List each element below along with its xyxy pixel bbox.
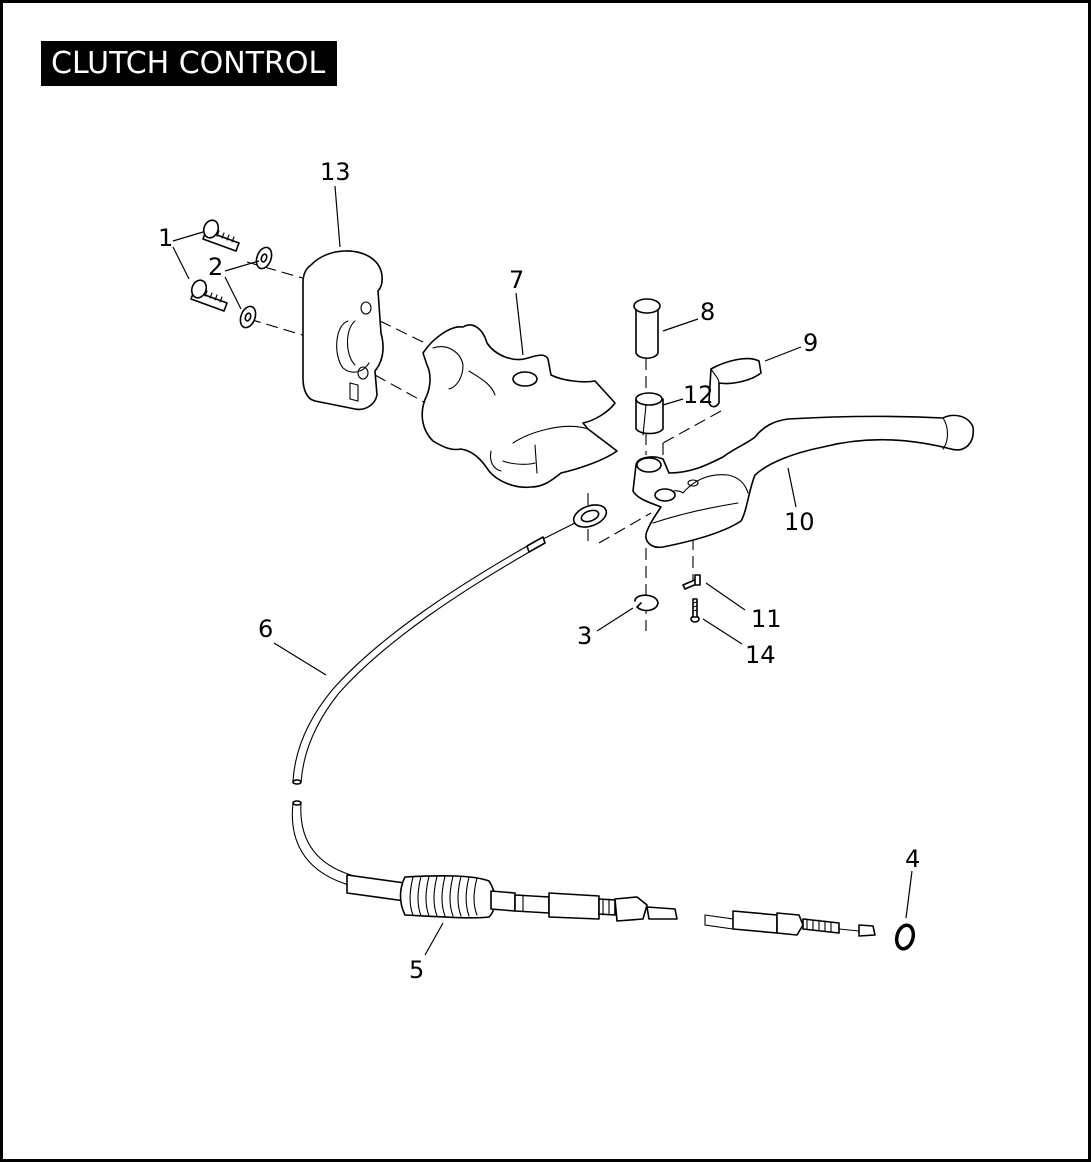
part-6-cable-upper bbox=[292, 504, 608, 785]
part-13-clamp bbox=[302, 250, 384, 411]
part-5-cable-lower bbox=[291, 800, 876, 937]
callout-2: 2 bbox=[208, 253, 223, 281]
callout-1: 1 bbox=[158, 224, 173, 252]
callout-11: 11 bbox=[751, 605, 782, 633]
part-2-washer-upper bbox=[255, 246, 273, 270]
callout-13: 13 bbox=[320, 158, 351, 186]
callout-numbers: 1 2 3 4 5 6 7 8 9 10 11 12 13 14 bbox=[158, 158, 920, 984]
callout-12: 12 bbox=[683, 381, 714, 409]
exploded-view-drawing: 1 2 3 4 5 6 7 8 9 10 11 12 13 14 bbox=[158, 158, 975, 984]
part-9-lever-pad bbox=[708, 357, 762, 408]
callout-3: 3 bbox=[577, 622, 592, 650]
part-12-bushing bbox=[635, 392, 664, 436]
callout-4: 4 bbox=[905, 845, 920, 873]
part-14-screw bbox=[690, 598, 700, 623]
part-1-screw-lower bbox=[190, 279, 228, 312]
diagram-title: CLUTCH CONTROL bbox=[41, 41, 338, 86]
part-2-washer-lower bbox=[239, 305, 257, 329]
part-11-pin bbox=[682, 574, 701, 590]
callout-14: 14 bbox=[745, 641, 776, 669]
callout-10: 10 bbox=[784, 508, 815, 536]
callout-6: 6 bbox=[258, 615, 273, 643]
part-4-o-ring bbox=[894, 923, 916, 951]
part-1-screw-upper bbox=[202, 219, 240, 252]
callout-8: 8 bbox=[700, 298, 715, 326]
part-3-retaining-ring bbox=[634, 594, 659, 612]
callout-9: 9 bbox=[803, 329, 818, 357]
callout-5: 5 bbox=[409, 956, 424, 984]
part-7-lever-bracket bbox=[421, 324, 618, 489]
callout-7: 7 bbox=[509, 266, 524, 294]
callout-leader-lines bbox=[172, 185, 913, 956]
part-10-clutch-lever bbox=[632, 414, 975, 549]
part-8-pivot-pin bbox=[633, 298, 661, 360]
